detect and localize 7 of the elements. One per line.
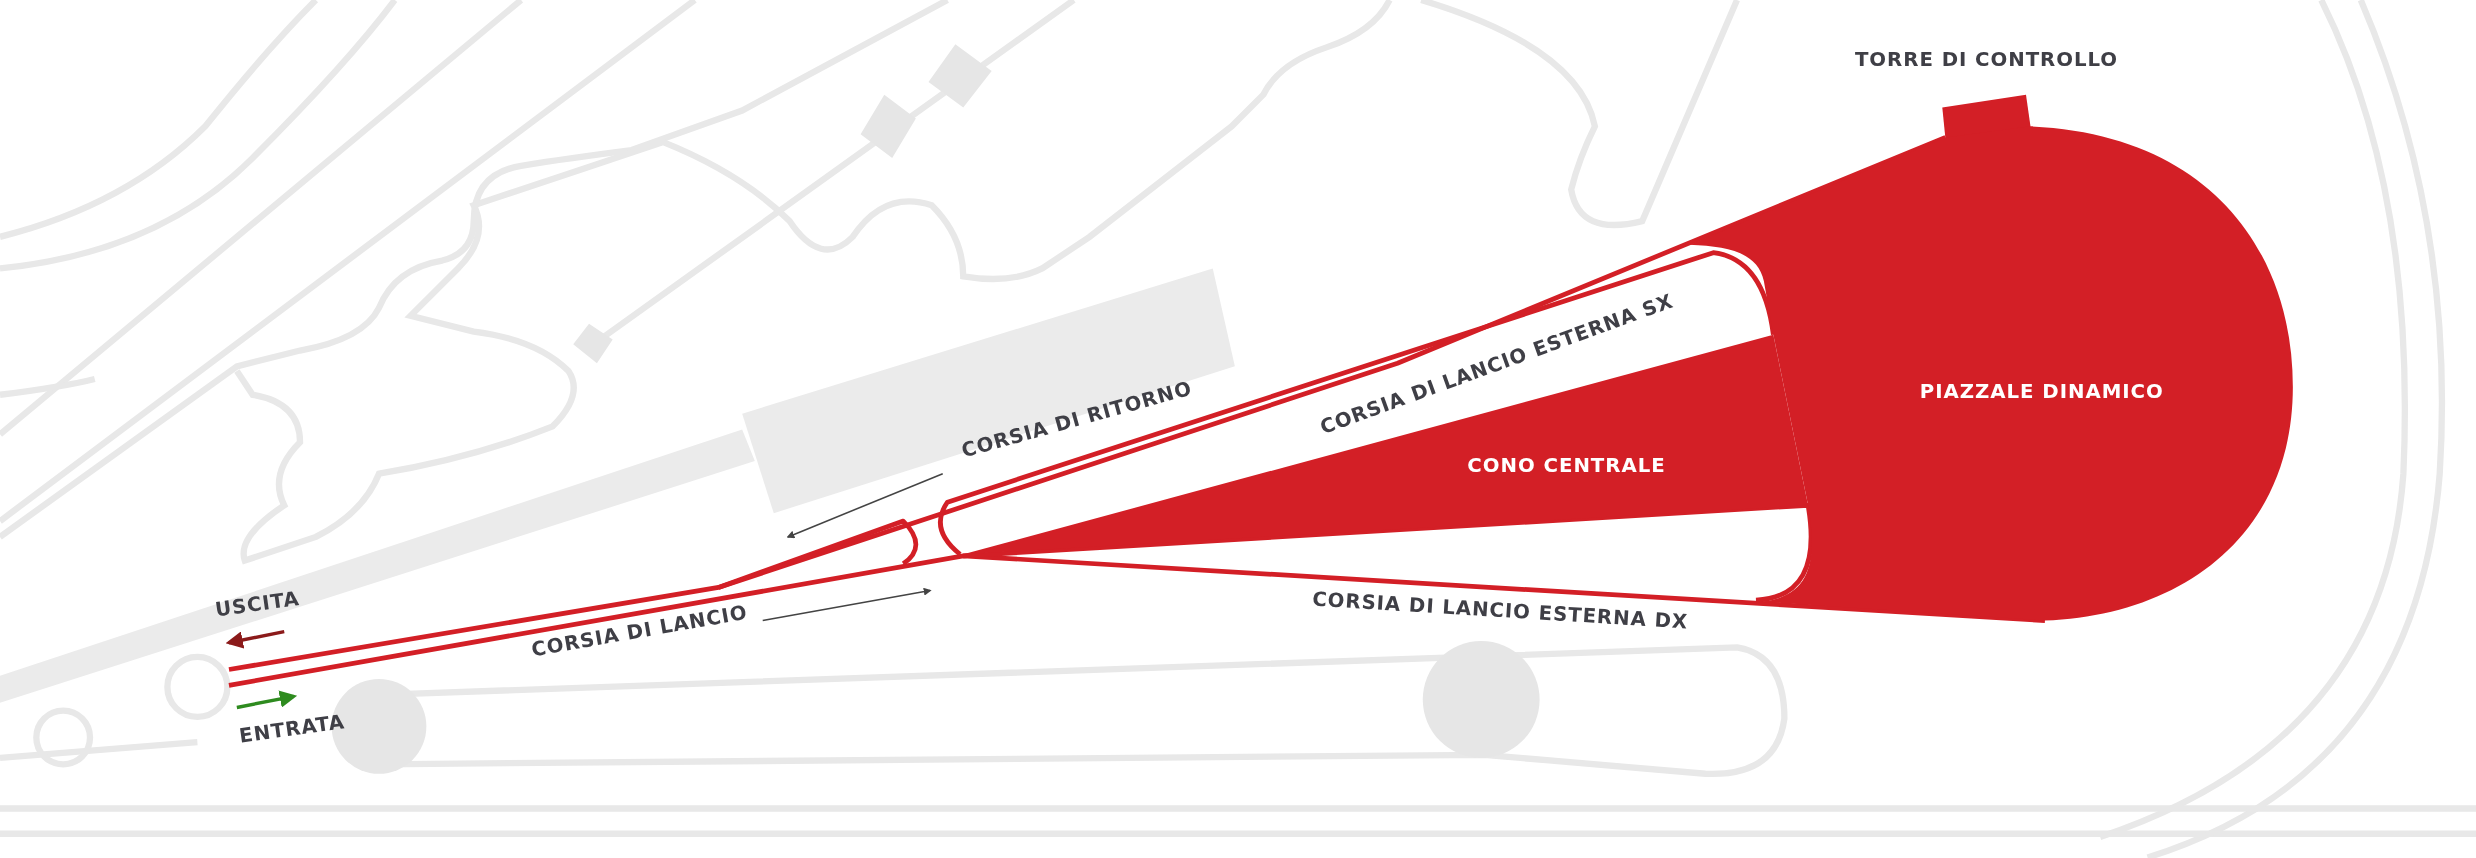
lane-label: CORSIA DI LANCIO bbox=[530, 602, 750, 661]
direction-label: ENTRATA bbox=[238, 712, 347, 747]
tower-label: TORRE DI CONTROLLO bbox=[1854, 50, 2119, 70]
lane-label: CORSIA DI LANCIO ESTERNA DX bbox=[1311, 589, 1689, 633]
area-label: PIAZZALE DINAMICO bbox=[1919, 381, 2164, 402]
area-label: CONO CENTRALE bbox=[1467, 455, 1666, 476]
direction-label: USCITA bbox=[213, 589, 301, 621]
